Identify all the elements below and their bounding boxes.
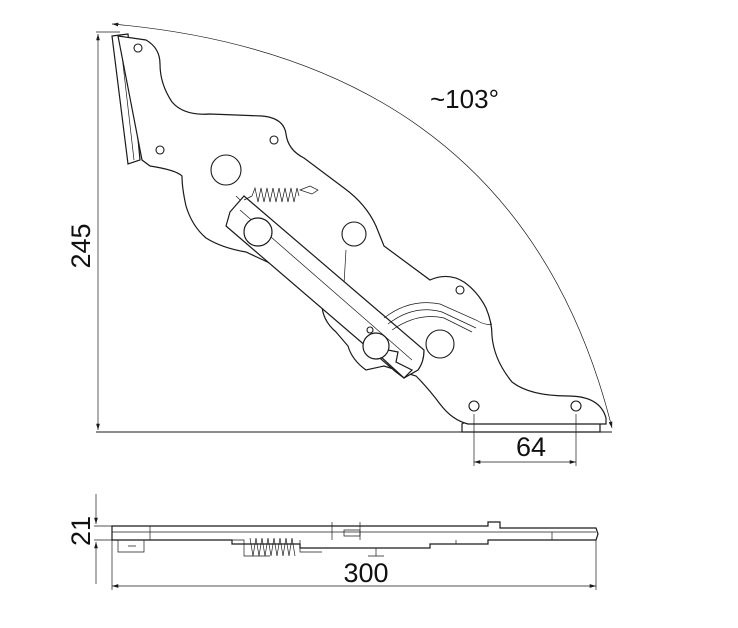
pivot-arm-lower — [362, 332, 390, 360]
bottom-view-pin — [343, 529, 384, 557]
height-dimension: 245 — [66, 31, 120, 430]
height-dimension-label: 245 — [66, 223, 96, 268]
opening-angle-label: ~103° — [430, 84, 499, 114]
rivet-small-left — [155, 145, 165, 155]
hole-spacing-dimension: 64 — [473, 414, 577, 466]
mounting-hole-left — [468, 400, 480, 412]
spring — [243, 185, 319, 203]
opening-angle-arc — [111, 22, 613, 429]
rivet-small-top — [133, 43, 143, 53]
pivot-large-lower — [425, 329, 455, 359]
rivet-small-mid — [455, 285, 465, 295]
thickness-dimension-label: 21 — [66, 516, 96, 546]
bottom-view: 21 300 — [66, 494, 599, 590]
curved-lever — [383, 302, 493, 325]
side-view: ~103° 245 — [66, 22, 613, 466]
pivot-large-upper — [210, 154, 242, 186]
bottom-view-spring — [232, 537, 322, 557]
rivet-small-body — [269, 135, 279, 145]
top-plate — [111, 33, 141, 165]
mounting-hole-right — [570, 400, 582, 412]
thickness-dimension: 21 — [66, 494, 112, 584]
bottom-view-bracket — [117, 540, 145, 553]
pivot-body-right — [341, 221, 367, 247]
length-dimension-label: 300 — [343, 558, 388, 588]
rivet-small-arm — [366, 326, 374, 334]
bottom-view-plate — [111, 521, 599, 549]
pivot-arm-upper — [243, 217, 273, 247]
hole-spacing-label: 64 — [516, 432, 546, 462]
length-dimension: 300 — [111, 540, 597, 590]
